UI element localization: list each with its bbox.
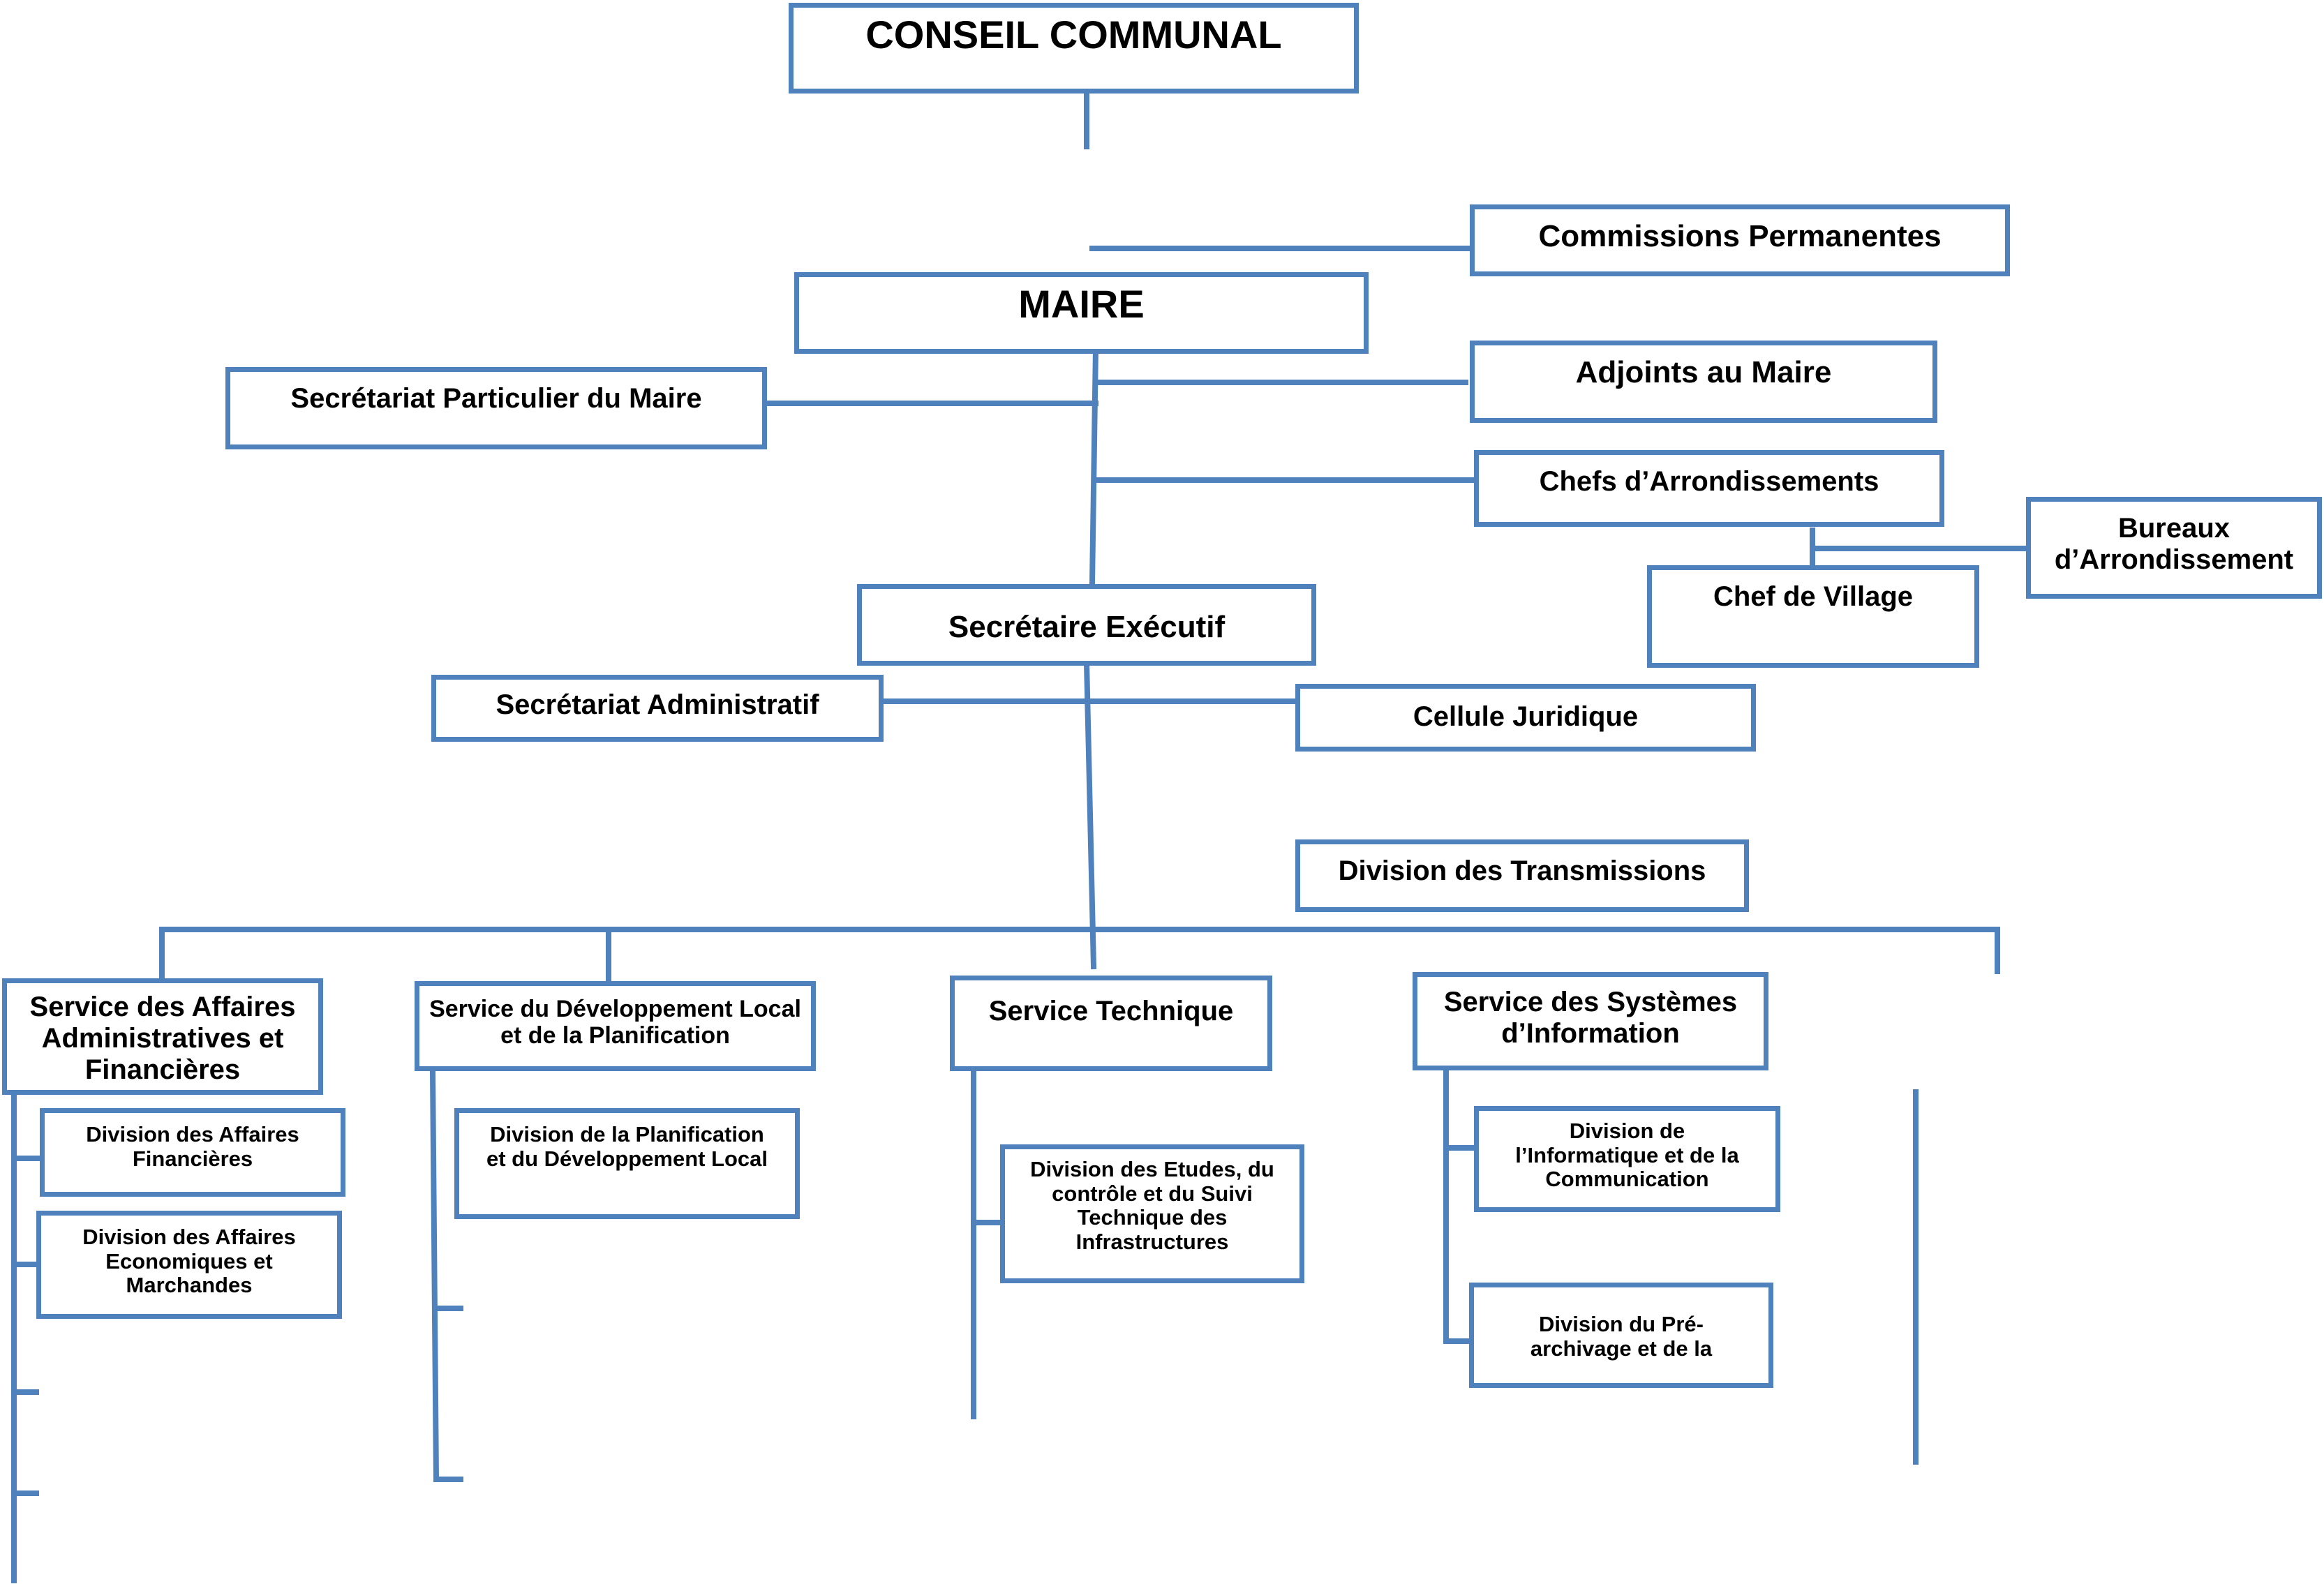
line-se-spine	[1083, 659, 1097, 970]
node-chef-de-village: Chef de Village	[1647, 565, 1979, 668]
node-cellule-juridique: Cellule Juridique	[1295, 684, 1756, 752]
node-division-pre-archivage: Division du Pré- archivage et de la	[1469, 1283, 1773, 1388]
node-service-developpement-local: Service du Développement Local et de la …	[415, 981, 816, 1071]
node-service-affaires-admin-fin: Service des Affaires Administratives et …	[2, 978, 323, 1095]
node-service-systemes-information: Service des Systèmes d’Information	[1413, 972, 1768, 1070]
node-conseil-communal: CONSEIL COMMUNAL	[789, 3, 1359, 94]
line-maire-spine	[1089, 345, 1099, 586]
node-division-transmissions: Division des Transmissions	[1295, 839, 1749, 912]
node-division-affaires-financieres: Division des Affaires Financières	[40, 1108, 345, 1197]
node-secretariat-administratif: Secrétariat Administratif	[431, 675, 884, 742]
node-division-informatique: Division de l’Informatique et de la Comm…	[1474, 1106, 1780, 1212]
node-secretaire-executif: Secrétaire Exécutif	[857, 584, 1316, 666]
node-maire: MAIRE	[794, 272, 1369, 354]
node-division-planification: Division de la Planification et du Dével…	[454, 1108, 800, 1219]
node-chefs-arrondissements: Chefs d’Arrondissements	[1474, 450, 1944, 527]
node-secretariat-particulier: Secrétariat Particulier du Maire	[225, 367, 767, 449]
node-division-etudes: Division des Etudes, du contrôle et du S…	[1000, 1144, 1304, 1283]
node-bureaux-arrondissement: Bureaux d’Arrondissement	[2026, 497, 2322, 599]
node-adjoints-au-maire: Adjoints au Maire	[1470, 341, 1937, 423]
node-service-technique: Service Technique	[950, 976, 1272, 1071]
node-commissions-permanentes: Commissions Permanentes	[1470, 204, 2010, 276]
line-sdlp-rail	[429, 1068, 440, 1483]
node-division-affaires-economiques: Division des Affaires Economiques et Mar…	[36, 1211, 342, 1319]
